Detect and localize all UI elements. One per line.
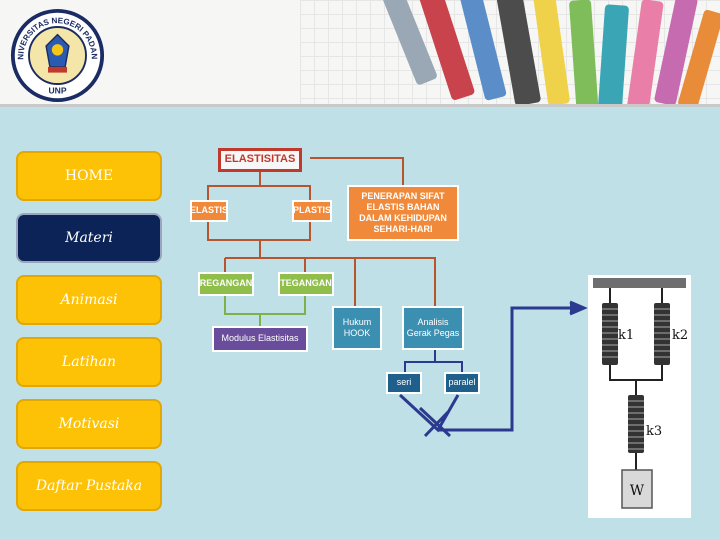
spring-k2-label: k2: [672, 328, 688, 343]
concept-regangan: REGANGAN: [198, 272, 254, 296]
university-logo: UNIVERSITAS NEGERI PADANG UNP: [10, 8, 105, 103]
nav-animasi-button[interactable]: Animasi: [16, 275, 162, 325]
spring-k3-label: k3: [646, 424, 662, 439]
concept-analisis: Analisis Gerak Pegas: [402, 306, 464, 350]
nav-materi-label: Materi: [65, 230, 113, 246]
header-divider: [0, 104, 720, 107]
concept-modulus: Modulus Elastisitas: [212, 326, 308, 352]
nav-animasi-label: Animasi: [60, 292, 118, 308]
concept-elastisitas: ELASTISITAS: [218, 148, 302, 172]
concept-hukum-label: Hukum HOOK: [342, 316, 372, 338]
nav-daftar-pustaka-button[interactable]: Daftar Pustaka: [16, 461, 162, 511]
svg-text:UNP: UNP: [48, 86, 66, 96]
concept-regangan-label: REGANGAN: [199, 278, 253, 289]
header: UNIVERSITAS NEGERI PADANG UNP: [0, 0, 720, 105]
concept-analisis-label: Analisis Gerak Pegas: [406, 316, 460, 338]
nav-latihan-label: Latihan: [61, 354, 117, 370]
concept-paralel-label: paralel: [448, 377, 476, 388]
nav-materi-button[interactable]: Materi: [16, 213, 162, 263]
spring-diagram: k1 k2 k3 W: [593, 278, 688, 509]
spring-diagram-panel: k1 k2 k3 W: [588, 275, 691, 518]
weight-block: [621, 469, 653, 509]
nav-motivasi-button[interactable]: Motivasi: [16, 399, 162, 449]
concept-modulus-label: Modulus Elastisitas: [221, 333, 299, 344]
pencils-decoration: [383, 0, 720, 105]
weight-label: W: [630, 483, 645, 499]
concept-plastis-label: PLASTIS: [293, 205, 332, 216]
nav-motivasi-label: Motivasi: [58, 416, 120, 432]
concept-elastis: ELASTIS: [190, 200, 228, 222]
concept-seri-label: seri: [396, 377, 412, 388]
concept-elastis-label: ELASTIS: [190, 205, 229, 216]
concept-tegangan-label: TEGANGAN: [280, 278, 332, 289]
nav-home-button[interactable]: HOME: [16, 151, 162, 201]
concept-title-label: ELASTISITAS: [224, 153, 296, 166]
spring-k1-label: k1: [618, 328, 634, 343]
nav-latihan-button[interactable]: Latihan: [16, 337, 162, 387]
concept-penerapan: PENERAPAN SIFAT ELASTIS BAHAN DALAM KEHI…: [347, 185, 459, 241]
concept-plastis: PLASTIS: [292, 200, 332, 222]
concept-seri: seri: [386, 372, 422, 394]
nav-home-label: HOME: [64, 168, 114, 184]
concept-tegangan: TEGANGAN: [278, 272, 334, 296]
concept-hukum-hook: Hukum HOOK: [332, 306, 382, 350]
concept-penerapan-label: PENERAPAN SIFAT ELASTIS BAHAN DALAM KEHI…: [359, 190, 447, 235]
nav-daftar-pustaka-label: Daftar Pustaka: [35, 478, 143, 494]
concept-paralel: paralel: [444, 372, 480, 394]
